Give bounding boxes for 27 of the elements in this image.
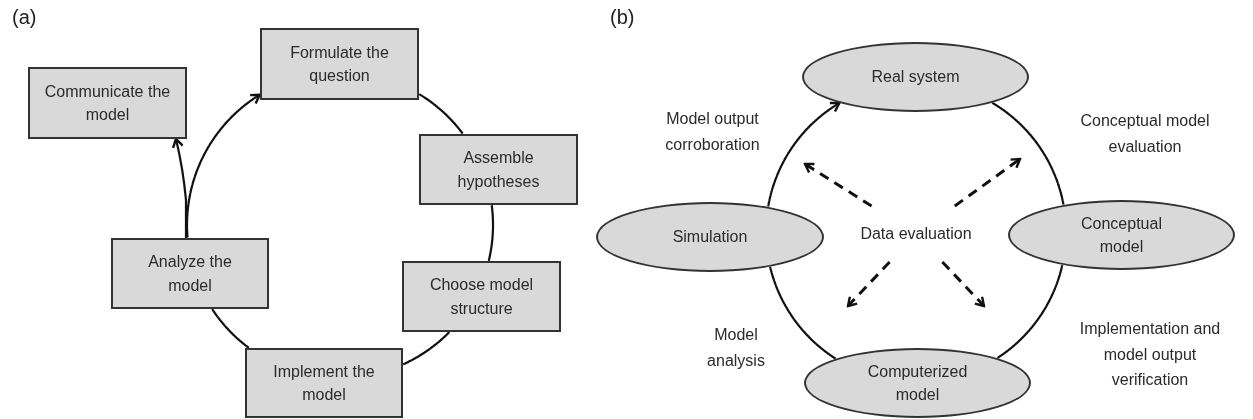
connector-arc — [418, 93, 464, 135]
ellipse-node: Real system — [802, 42, 1029, 112]
ellipse-node: Conceptual model — [1008, 200, 1235, 270]
dashed-arrow — [846, 260, 891, 308]
connector-arc — [996, 264, 1064, 359]
dashed-arrow — [953, 157, 1022, 208]
connector-arc — [402, 331, 451, 366]
ellipse-node: Simulation — [596, 202, 824, 272]
dashed-arrow — [803, 162, 873, 208]
ellipse-node: Computerized model — [804, 348, 1031, 418]
center-label: Data evaluation — [841, 206, 991, 262]
connector-arc — [991, 101, 1065, 206]
arrow — [767, 101, 841, 207]
panel-label: (a) — [12, 6, 37, 29]
arrow — [171, 137, 188, 238]
arrow — [185, 93, 261, 238]
process-box: Assemble hypotheses — [419, 134, 578, 205]
process-box: Formulate the question — [260, 28, 419, 100]
connector-arc — [769, 266, 837, 360]
process-box: Communicate the model — [28, 67, 187, 139]
connector-arc — [211, 308, 250, 349]
panel-label: (b) — [610, 6, 635, 29]
connector-arc — [487, 204, 495, 262]
dashed-arrow — [941, 260, 986, 308]
process-box: Analyze the model — [111, 238, 269, 309]
process-box: Implement the model — [245, 348, 403, 418]
process-box: Choose model structure — [402, 261, 561, 332]
